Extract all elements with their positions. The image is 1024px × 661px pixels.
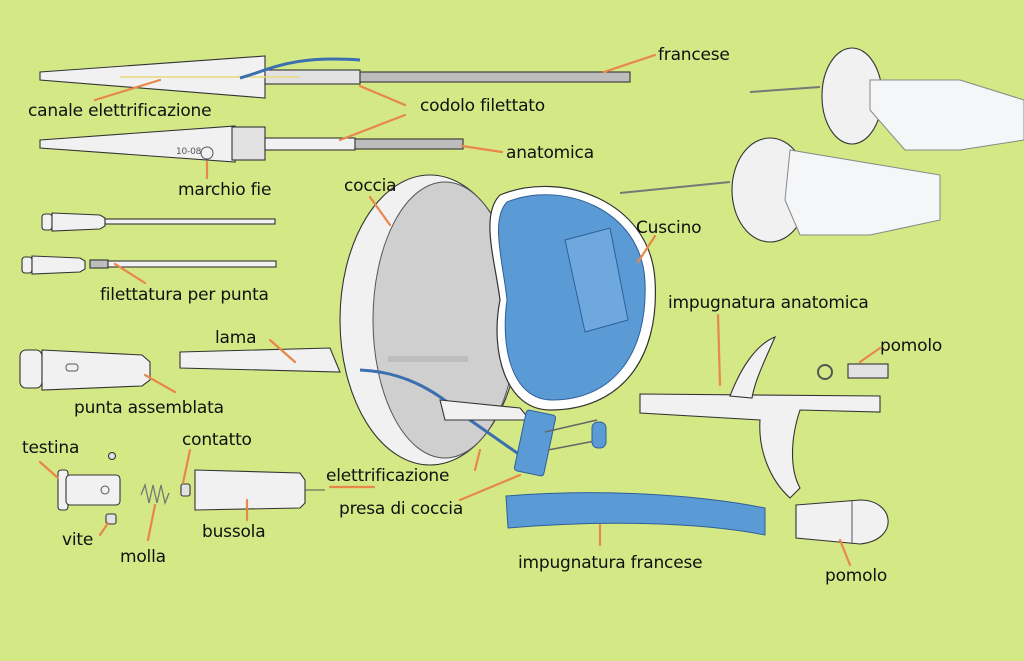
foil-blade-top — [749, 86, 821, 93]
testina-body — [65, 474, 121, 506]
grip-body — [639, 393, 881, 499]
leader-line-21 — [458, 473, 522, 502]
label-testina: testina — [22, 438, 80, 458]
socket-wire-2 — [547, 439, 601, 451]
foil-blade-bottom — [619, 181, 731, 194]
label-vite: vite — [62, 530, 94, 550]
leader-line-2 — [93, 78, 162, 102]
label-molla: molla — [120, 547, 166, 567]
label-canale-elettrificazione: canale elettrificazione — [28, 101, 212, 121]
leader-line-1 — [602, 53, 657, 74]
french-pommel — [795, 499, 889, 545]
label-presa-di-coccia: presa di coccia — [339, 499, 464, 519]
label-elettrificazione: elettrificazione — [326, 466, 450, 486]
blade-end — [104, 218, 276, 225]
point-exploded — [57, 451, 325, 525]
leader-line-16 — [98, 521, 110, 537]
testina-hole — [100, 485, 110, 495]
label-lama: lama — [215, 328, 257, 348]
pommel-washer — [817, 364, 833, 380]
cushion-cuscino — [489, 185, 657, 411]
socket-plug — [591, 421, 607, 449]
leader-lines — [38, 53, 882, 567]
blade-forte-2 — [39, 125, 236, 163]
cushion-pocket — [564, 227, 629, 333]
hand-with-foil-bottom — [619, 137, 941, 243]
tip-thread — [89, 259, 109, 269]
bussola-sleeve — [194, 469, 306, 511]
threaded-tang-anatomical — [354, 138, 464, 150]
anatomical-grip — [639, 335, 889, 499]
blade-end-2 — [107, 260, 277, 268]
socket-block — [513, 409, 557, 477]
leader-line-3 — [358, 84, 407, 107]
socket-wire-1 — [544, 419, 598, 433]
grip-thumb-spur — [729, 335, 777, 399]
label-bussola: bussola — [202, 522, 266, 542]
french-grip — [505, 492, 766, 536]
label-pomolo-francese: pomolo — [825, 566, 888, 586]
label-codolo-filettato: codolo filettato — [420, 96, 545, 116]
pommel-french-body — [795, 499, 889, 545]
leader-line-20 — [473, 448, 482, 472]
leader-line-14 — [38, 460, 60, 480]
label-punta-assemblata: punta assemblata — [74, 398, 224, 418]
label-blade-stamp: 10-08 — [176, 147, 202, 157]
label-marchio-fie: marchio fie — [178, 180, 272, 200]
tip-cap-2 — [21, 256, 33, 274]
label-impugnatura-francese: impugnatura francese — [518, 553, 703, 573]
grip-french-body — [505, 492, 766, 536]
label-filettatura-per-punta: filettatura per punta — [100, 285, 269, 305]
body-wire — [239, 57, 361, 80]
contatto-contact — [180, 483, 191, 497]
label-pomolo-anatomica: pomolo — [880, 336, 943, 356]
guard-socket — [439, 399, 607, 477]
fie-mark-icon — [200, 146, 214, 160]
guard-threaded-rod — [388, 356, 468, 362]
leader-line-9 — [113, 262, 147, 285]
screw-top — [107, 451, 117, 461]
vite-screw — [105, 513, 117, 525]
blade-french-tang — [39, 55, 631, 99]
label-cuscino: Cuscino — [636, 218, 702, 238]
point-screw-slot — [65, 363, 79, 372]
point-barrel — [41, 349, 151, 391]
gloved-hand-top — [869, 79, 1024, 151]
leader-line-17 — [146, 503, 157, 542]
label-francese: francese — [658, 45, 730, 65]
label-contatto: contatto — [182, 430, 252, 450]
leader-line-13 — [143, 373, 177, 394]
pommel-nut — [847, 363, 889, 379]
leader-line-23 — [838, 538, 852, 567]
blade-guard-seat — [231, 126, 266, 161]
leader-line-15 — [181, 448, 192, 485]
gloved-hand-bottom — [784, 149, 941, 236]
leader-line-11 — [716, 313, 722, 387]
leader-line-5 — [460, 144, 504, 154]
blade-tip-threaded — [21, 255, 277, 275]
tip-cap — [41, 213, 53, 231]
blade-tip-assembled — [41, 212, 276, 232]
tip-barrel — [51, 212, 106, 232]
leader-line-8 — [636, 234, 657, 264]
point-head — [19, 349, 43, 389]
tip-barrel-2 — [31, 255, 86, 275]
blade-anatomical-tang — [39, 125, 464, 163]
molla-spring — [140, 482, 170, 506]
leader-line-10 — [268, 338, 297, 364]
assembled-point — [19, 349, 151, 391]
label-anatomica: anatomica — [506, 143, 594, 163]
leader-line-7 — [368, 195, 392, 227]
label-impugnatura-anatomica: impugnatura anatomica — [668, 293, 869, 313]
threaded-tang-french — [359, 71, 631, 83]
leader-line-12 — [858, 346, 882, 364]
hand-with-foil-top — [749, 47, 1024, 151]
guard-coccia — [339, 174, 521, 466]
label-coccia: coccia — [344, 176, 397, 196]
blade-at-guard — [179, 347, 341, 373]
leader-line-4 — [338, 113, 407, 142]
